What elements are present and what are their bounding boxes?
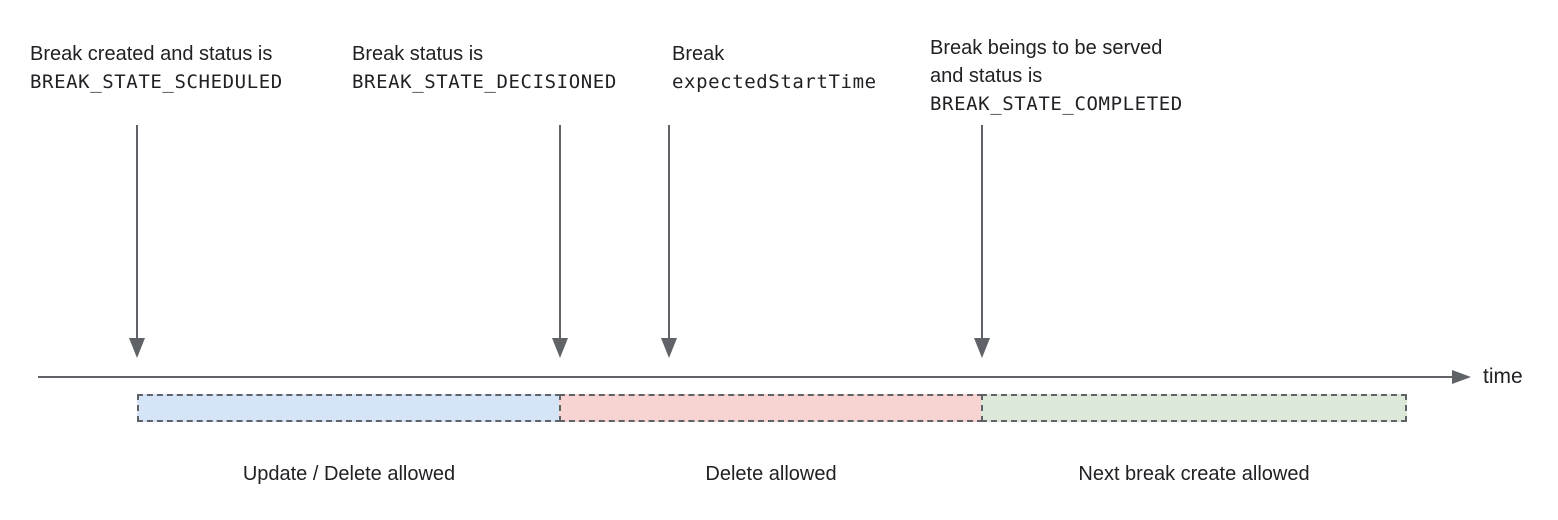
time-axis-label: time xyxy=(1483,365,1523,388)
annotation-code: BREAK_STATE_DECISIONED xyxy=(352,71,617,93)
arrow-shaft xyxy=(136,125,138,339)
down-arrow-icon xyxy=(974,125,990,358)
arrow-shaft xyxy=(559,125,561,339)
segment-next-create xyxy=(981,394,1407,422)
time-axis-arrow-icon xyxy=(1452,370,1471,384)
segment-label-next-create: Next break create allowed xyxy=(1078,463,1310,485)
annotation-break-scheduled: Break created and status is BREAK_STATE_… xyxy=(30,40,283,96)
annotation-break-decisioned: Break status is BREAK_STATE_DECISIONED xyxy=(352,40,617,96)
segment-label-delete: Delete allowed xyxy=(705,463,837,485)
arrow-shaft xyxy=(981,125,983,339)
arrow-head-icon xyxy=(974,338,990,358)
down-arrow-icon xyxy=(661,125,677,358)
annotation-code: BREAK_STATE_COMPLETED xyxy=(930,93,1183,115)
annotation-expected-start-time: Break expectedStartTime xyxy=(672,40,877,96)
down-arrow-icon xyxy=(129,125,145,358)
arrow-head-icon xyxy=(552,338,568,358)
arrow-head-icon xyxy=(129,338,145,358)
annotation-code: expectedStartTime xyxy=(672,71,877,93)
annotation-break-completed: Break beings to be served and status is … xyxy=(930,34,1183,118)
annotation-text: Break created and status is xyxy=(30,43,273,65)
segment-label-update-delete: Update / Delete allowed xyxy=(242,463,456,485)
annotation-text: Break xyxy=(672,43,725,65)
annotation-code: BREAK_STATE_SCHEDULED xyxy=(30,71,283,93)
down-arrow-icon xyxy=(552,125,568,358)
annotation-text: Break status is xyxy=(352,43,484,65)
time-axis-line xyxy=(38,376,1456,378)
annotation-text: and status is xyxy=(930,65,1043,87)
arrow-head-icon xyxy=(661,338,677,358)
annotation-text: Break beings to be served xyxy=(930,37,1163,59)
arrow-shaft xyxy=(668,125,670,339)
segment-delete xyxy=(559,394,983,422)
segment-update-delete xyxy=(137,394,561,422)
